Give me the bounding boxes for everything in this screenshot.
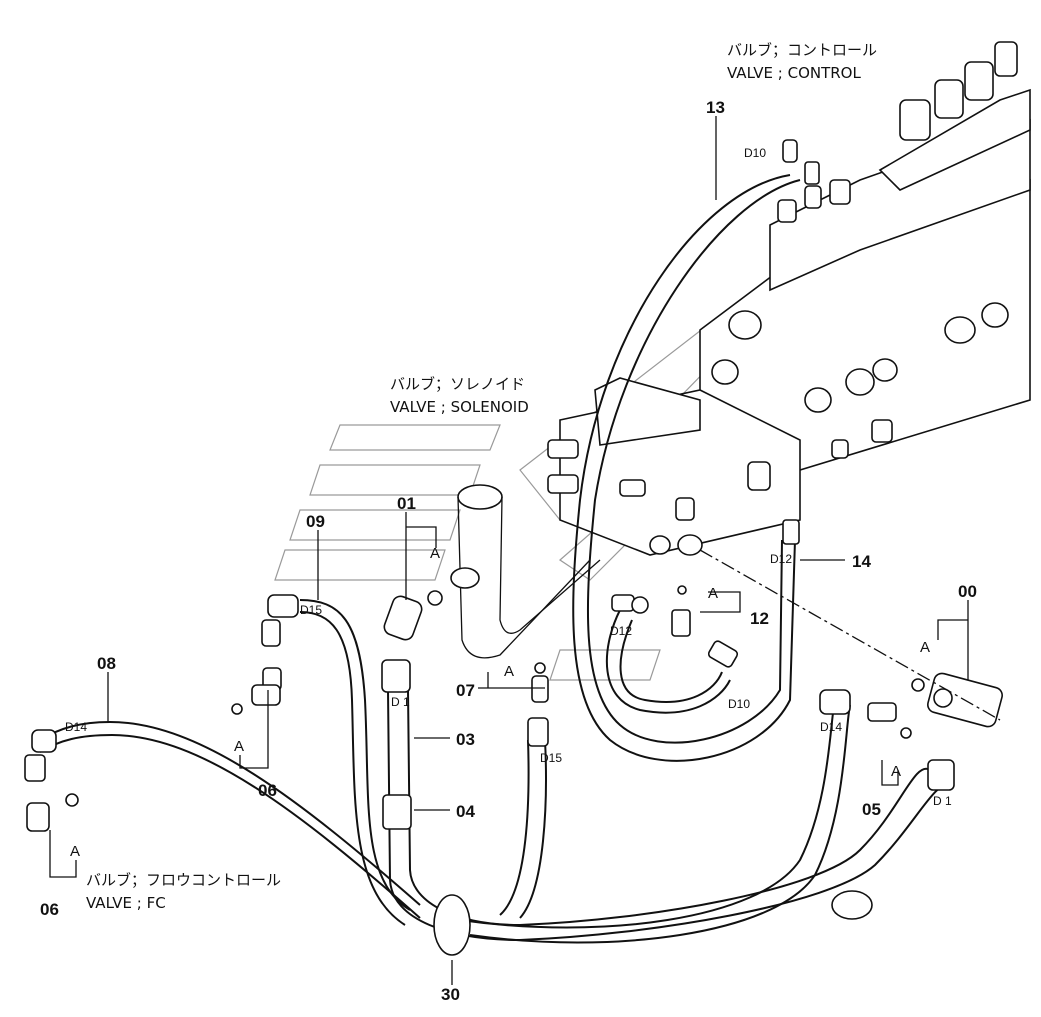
detail-mark-a-12: A	[708, 585, 718, 602]
fc-valve-caption-en: VALVE ; FC	[86, 894, 166, 912]
connector-d14-left: D14	[65, 720, 87, 734]
leader-lines	[49, 116, 1001, 985]
connector-d1-mid: D 1	[391, 695, 410, 709]
part-number-07: 07	[456, 681, 475, 700]
part-number-13: 13	[706, 98, 725, 117]
solenoid-valve-body	[547, 377, 801, 556]
detail-mark-a-07: A	[504, 663, 514, 680]
control-valve-caption-jp: バルブ；コントロール	[727, 41, 877, 59]
detail-mark-a-06-left: A	[70, 843, 80, 860]
part-number-06-mid: 06	[258, 781, 277, 800]
connector-d10-top: D10	[744, 146, 766, 160]
part-number-09: 09	[306, 512, 325, 531]
part-number-14: 14	[852, 552, 871, 571]
detail-mark-a-05: A	[891, 763, 901, 780]
solenoid-valve-caption-jp: バルブ；ソレノイド	[390, 375, 525, 393]
detail-mark-a-00: A	[920, 639, 930, 656]
connector-d15-top: D15	[300, 603, 322, 617]
fc-valve-caption-jp: バルブ；フロウコントロール	[86, 871, 281, 889]
control-valve-body	[699, 41, 1031, 471]
control-valve-caption-en: VALVE ; CONTROL	[727, 64, 861, 82]
part-number-06-left: 06	[40, 900, 59, 919]
connector-d12-right: D12	[770, 552, 792, 566]
solenoid-pipe	[450, 484, 601, 659]
fittings	[24, 139, 1003, 956]
part-number-12: 12	[750, 609, 769, 628]
part-number-08: 08	[97, 654, 116, 673]
connector-d15-mid: D15	[540, 751, 562, 765]
solenoid-valve-caption-en: VALVE ; SOLENOID	[390, 398, 529, 416]
part-number-01: 01	[397, 494, 416, 513]
part-number-30: 30	[441, 985, 460, 1004]
hose-lines	[39, 174, 951, 944]
connector-d1-right: D 1	[933, 794, 952, 808]
connector-d12-mid: D12	[610, 624, 632, 638]
detail-mark-a-01: A	[430, 545, 440, 562]
detail-mark-a-06-mid: A	[234, 738, 244, 755]
part-number-00: 00	[958, 582, 977, 601]
part-number-05: 05	[862, 800, 881, 819]
part-number-04: 04	[456, 802, 475, 821]
connector-d10-mid: D10	[728, 697, 750, 711]
part-number-03: 03	[456, 730, 475, 749]
connector-d14-right: D14	[820, 720, 842, 734]
